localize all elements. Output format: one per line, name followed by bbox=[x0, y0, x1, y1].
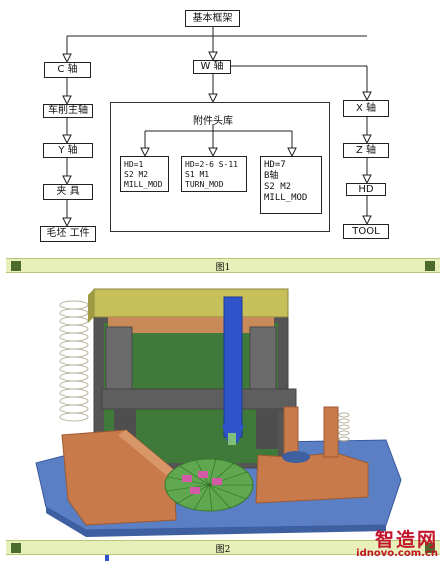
head-1-line-3: MILL_MOD bbox=[124, 180, 163, 189]
head-2-box: HD=2-6 S-11 S1 M1 TURN_MOD bbox=[181, 156, 247, 192]
watermark: 智造网 idnovo.com.cn bbox=[344, 525, 442, 561]
rail bbox=[108, 317, 274, 333]
head-3-box: HD=7 B轴 S2 M2 MILL_MOD bbox=[260, 156, 322, 214]
head-1-line-1: HD=1 bbox=[124, 160, 144, 169]
right-leg bbox=[256, 409, 278, 449]
head-1-box: HD=1 S2 M2 MILL_MOD bbox=[120, 156, 169, 192]
head-1-line-2: S2 M2 bbox=[124, 170, 149, 179]
blue-spindle bbox=[223, 296, 243, 438]
rotary-table-slots bbox=[165, 458, 253, 512]
head-2-line-3: TURN_MOD bbox=[185, 180, 224, 189]
head-3-text: HD=7 B轴 S2 M2 MILL_MOD bbox=[261, 157, 321, 207]
head-2-line-2: S1 M1 bbox=[185, 170, 210, 179]
head-2-text: HD=2-6 S-11 S1 M1 TURN_MOD bbox=[182, 157, 246, 193]
small-spring bbox=[338, 412, 350, 442]
tool-box: TOOL bbox=[343, 224, 389, 239]
z-axis-box: Z 轴 bbox=[343, 143, 389, 158]
right-column bbox=[249, 326, 277, 398]
root-box: 基本框架 bbox=[185, 10, 240, 27]
attachment-head-library-label: 附件头库 bbox=[193, 116, 233, 127]
y-axis-box: Y 轴 bbox=[43, 143, 93, 158]
workpiece-clamps bbox=[182, 471, 222, 494]
connector-lines bbox=[62, 27, 372, 228]
right-fixture bbox=[255, 452, 369, 504]
caption-marker-icon bbox=[425, 543, 435, 553]
head-3-line-2: B轴 bbox=[264, 171, 279, 181]
hd-box: HD bbox=[346, 183, 386, 196]
caption-marker-icon bbox=[11, 543, 21, 553]
cable-spring bbox=[59, 300, 89, 422]
watermark-url: idnovo.com.cn bbox=[356, 548, 438, 559]
head-3-line-1: HD=7 bbox=[264, 160, 286, 170]
head-3-line-4: MILL_MOD bbox=[264, 193, 308, 203]
turret-disk bbox=[282, 451, 310, 463]
caption-marker-icon bbox=[11, 261, 21, 271]
spindle-tool bbox=[228, 433, 236, 445]
attachment-head-library-frame bbox=[110, 102, 330, 232]
page-edge-mark bbox=[105, 555, 109, 561]
caption-marker-icon bbox=[425, 261, 435, 271]
figure-1-caption: 图1 bbox=[215, 263, 231, 273]
watermark-brand: 智造网 bbox=[374, 529, 438, 551]
left-column bbox=[105, 326, 133, 398]
cross-beam bbox=[101, 388, 297, 410]
figure-1-structure-diagram: 基本框架 C 轴 W 轴 X 轴 车削主轴 Y 轴 夹 具 毛坯 工件 附件头库… bbox=[0, 0, 448, 258]
top-beam-side bbox=[88, 289, 94, 323]
w-axis-box: W 轴 bbox=[193, 60, 231, 74]
blank-workpiece-box: 毛坯 工件 bbox=[40, 226, 96, 242]
figure-2-caption-bar: 图2 bbox=[6, 540, 440, 555]
lathe-spindle-box: 车削主轴 bbox=[43, 104, 93, 118]
figure-2-caption: 图2 bbox=[215, 545, 231, 555]
head-2-line-1: HD=2-6 S-11 bbox=[185, 160, 238, 169]
figure-1-caption-bar: 图1 bbox=[6, 258, 440, 273]
top-beam bbox=[93, 288, 289, 318]
head-1-text: HD=1 S2 M2 MILL_MOD bbox=[121, 157, 168, 193]
fixture-box: 夹 具 bbox=[43, 184, 93, 200]
base-plate-edge bbox=[46, 507, 386, 537]
left-fixture-top bbox=[118, 430, 174, 475]
x-axis-box: X 轴 bbox=[343, 100, 389, 117]
machine-3d-render bbox=[35, 288, 402, 537]
c-axis-box: C 轴 bbox=[44, 62, 91, 78]
right-post-2 bbox=[323, 406, 339, 458]
figure-2-machine-model bbox=[6, 275, 440, 537]
head-3-line-3: S2 M2 bbox=[264, 182, 292, 192]
